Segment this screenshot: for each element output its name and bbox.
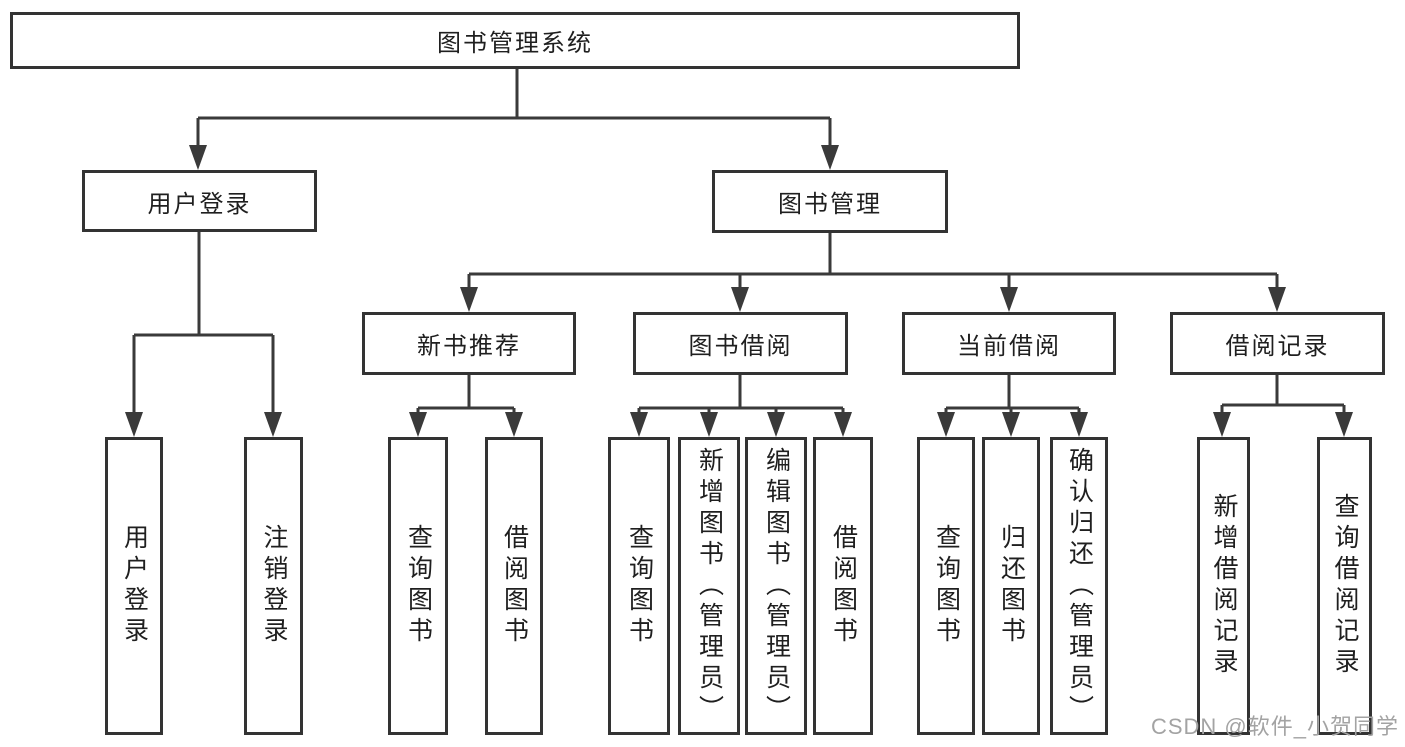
node-leaf-add-book: 新增图书（管理员） — [678, 437, 740, 735]
connector-user-login-children — [125, 232, 282, 437]
node-label: 查询借阅记录 — [1331, 493, 1359, 679]
node-label: 用户登录 — [120, 524, 149, 648]
node-label: 图书管理 — [778, 191, 882, 218]
node-user-login: 用户登录 — [82, 170, 317, 232]
connector-current-borrowing-children — [937, 375, 1088, 437]
node-label: 归还图书 — [997, 524, 1026, 648]
node-label: 编辑图书（管理员） — [762, 446, 791, 726]
connector-borrowing-records-children — [1213, 375, 1353, 437]
node-label: 图书借阅 — [688, 333, 793, 360]
node-leaf-edit-book: 编辑图书（管理员） — [745, 437, 807, 735]
node-label: 借阅图书 — [500, 524, 529, 648]
node-label: 查询图书 — [625, 524, 654, 648]
node-label: 用户登录 — [147, 190, 252, 218]
node-label: 确认归还（管理员） — [1065, 446, 1094, 726]
node-leaf-query-book-1: 查询图书 — [388, 437, 448, 735]
node-leaf-query-book-3: 查询图书 — [917, 437, 975, 735]
csdn-watermark: CSDN @软件_小贺同学 — [1150, 714, 1399, 739]
node-book-management: 图书管理 — [712, 170, 948, 233]
node-label: 借阅图书 — [829, 524, 858, 648]
node-label: 注销登录 — [260, 524, 288, 648]
node-leaf-borrow-book-2: 借阅图书 — [813, 437, 873, 735]
node-leaf-query-book-2: 查询图书 — [608, 437, 670, 735]
connector-book-borrowing-children — [630, 375, 852, 437]
node-borrowing-records: 借阅记录 — [1170, 312, 1385, 375]
node-label: 借阅记录 — [1225, 333, 1330, 360]
node-leaf-confirm-return: 确认归还（管理员） — [1050, 437, 1108, 735]
node-label: 新增借阅记录 — [1210, 493, 1238, 679]
node-leaf-borrow-book-1: 借阅图书 — [485, 437, 543, 735]
node-root: 图书管理系统 — [10, 12, 1020, 69]
node-label: 查询图书 — [404, 524, 433, 648]
node-current-borrowing: 当前借阅 — [902, 312, 1116, 375]
node-leaf-user-login: 用户登录 — [105, 437, 163, 735]
connector-book-management-children — [460, 233, 1286, 312]
node-label: 图书管理系统 — [437, 30, 593, 57]
node-leaf-return-book: 归还图书 — [982, 437, 1040, 735]
node-new-book-recommend: 新书推荐 — [362, 312, 576, 375]
node-leaf-add-record: 新增借阅记录 — [1197, 437, 1250, 735]
connector-root-children — [189, 68, 839, 170]
connector-new-book-recommend-children — [409, 375, 523, 437]
node-leaf-logout: 注销登录 — [244, 437, 303, 735]
node-book-borrowing: 图书借阅 — [633, 312, 848, 375]
node-leaf-query-record: 查询借阅记录 — [1317, 437, 1372, 735]
node-label: 新书推荐 — [417, 333, 521, 360]
node-label: 新增图书（管理员） — [695, 446, 724, 726]
node-label: 查询图书 — [932, 524, 961, 648]
node-label: 当前借阅 — [957, 333, 1061, 360]
